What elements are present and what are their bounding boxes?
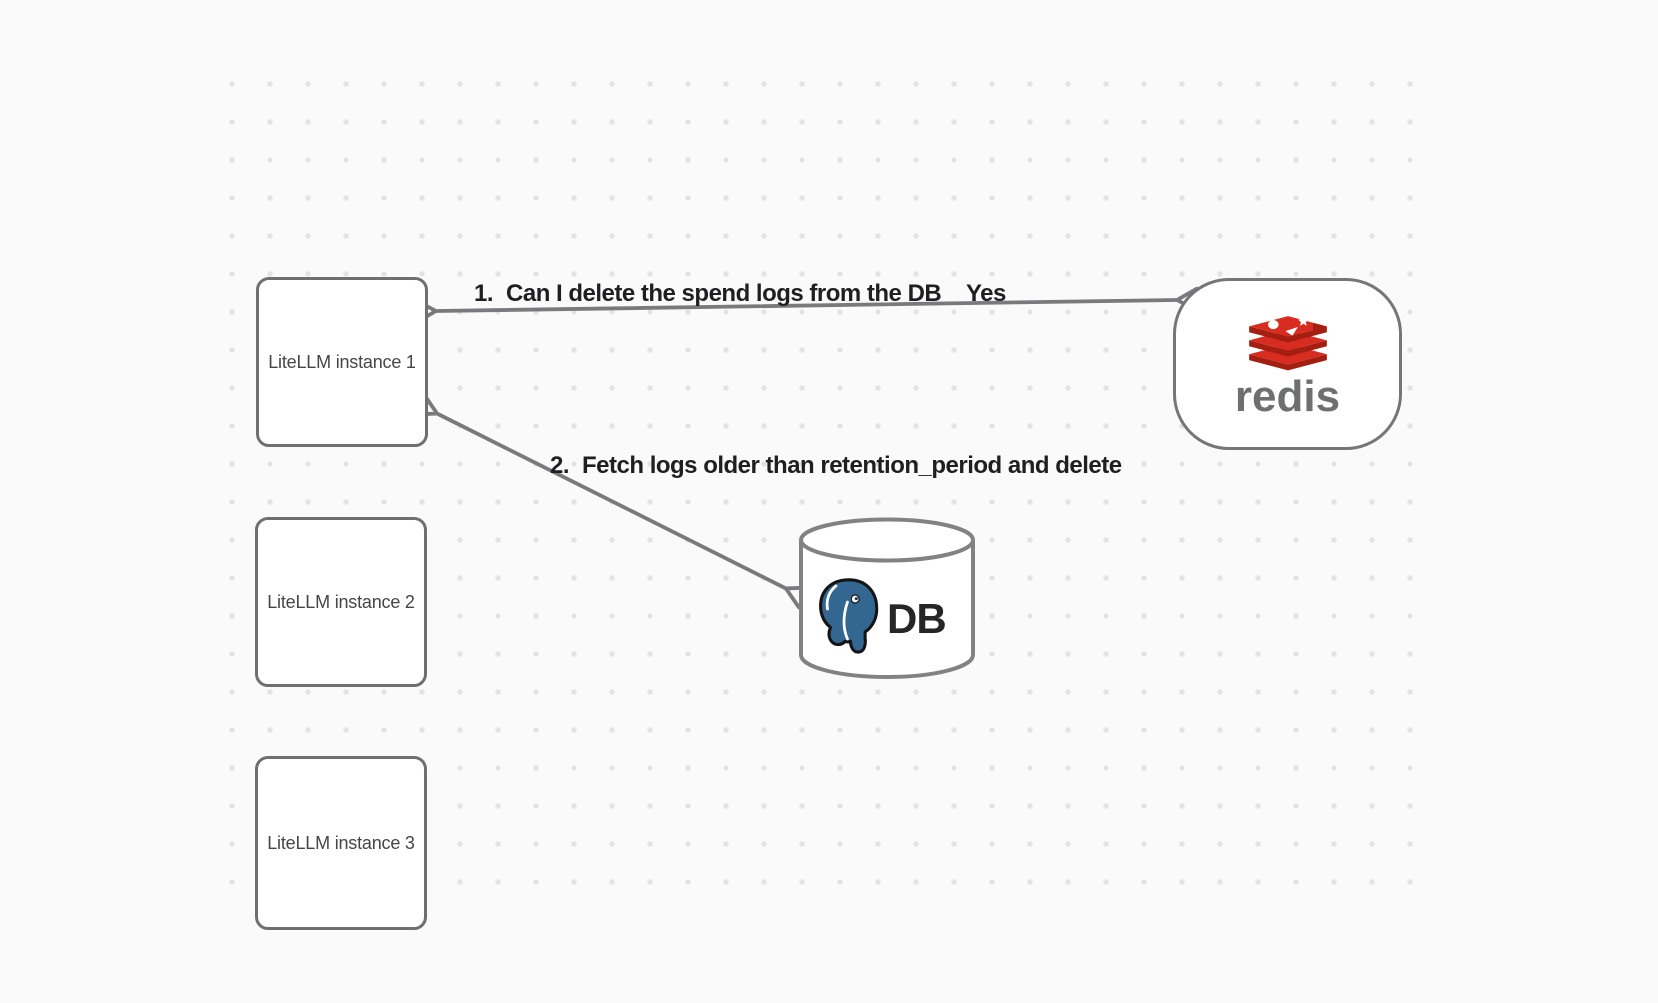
- litellm-instance-1-label: LiteLLM instance 1: [268, 351, 416, 372]
- node-litellm-instance-2[interactable]: LiteLLM instance 2: [255, 517, 427, 687]
- redis-wordmark: redis: [1234, 372, 1341, 421]
- annotation-step1-text: Can I delete the spend logs from the DB: [506, 280, 942, 307]
- annotation-step1[interactable]: 1. Can I delete the spend logs from the D…: [474, 280, 942, 308]
- arrow-instance1-redis[interactable]: [413, 286, 1200, 325]
- db-label: DB: [887, 595, 947, 642]
- node-redis[interactable]: redis: [1173, 278, 1402, 450]
- annotation-step2[interactable]: 2. Fetch logs older than retention_period…: [550, 452, 1122, 480]
- node-litellm-instance-3[interactable]: LiteLLM instance 3: [255, 756, 427, 930]
- annotation-step1-number: 1.: [474, 280, 494, 307]
- litellm-instance-3-label: LiteLLM instance 3: [267, 832, 415, 853]
- node-db-cylinder[interactable]: DB: [797, 516, 977, 680]
- annotation-yes[interactable]: Yes: [966, 280, 1006, 308]
- redis-stack-icon: [1248, 315, 1327, 371]
- postgresql-elephant-icon: [819, 578, 879, 654]
- litellm-instance-2-label: LiteLLM instance 2: [267, 591, 415, 612]
- annotation-yes-text: Yes: [966, 280, 1006, 307]
- annotation-step2-number: 2.: [550, 452, 570, 479]
- arrow-instance1-db[interactable]: [412, 392, 811, 610]
- annotation-step2-text: Fetch logs older than retention_period a…: [582, 452, 1122, 479]
- node-litellm-instance-1[interactable]: LiteLLM instance 1: [256, 277, 428, 447]
